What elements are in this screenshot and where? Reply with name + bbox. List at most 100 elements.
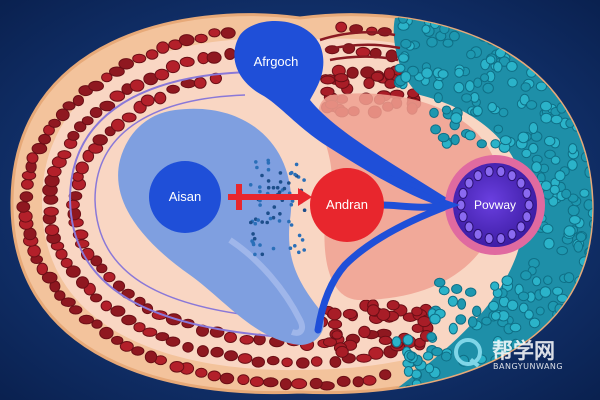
teal-cell bbox=[493, 124, 504, 134]
red-cell bbox=[16, 201, 31, 213]
red-cell bbox=[224, 331, 237, 343]
watermark-logo-icon bbox=[454, 338, 482, 366]
teal-cell bbox=[492, 336, 503, 348]
red-cell bbox=[18, 210, 33, 223]
teal-cell bbox=[441, 351, 452, 362]
scatter-dot bbox=[271, 215, 276, 220]
red-cell bbox=[210, 346, 224, 358]
red-cell bbox=[182, 342, 194, 353]
red-cell bbox=[206, 51, 222, 64]
teal-cell bbox=[442, 38, 454, 48]
teal-cell bbox=[466, 49, 476, 60]
red-cell bbox=[131, 346, 145, 356]
node-bead bbox=[484, 166, 494, 177]
scatter-dot bbox=[251, 241, 255, 245]
scatter-dot bbox=[302, 178, 306, 182]
teal-cell bbox=[487, 102, 498, 113]
red-cell bbox=[411, 306, 423, 317]
red-cell bbox=[99, 100, 116, 112]
scatter-dot bbox=[293, 172, 297, 177]
red-cell bbox=[19, 191, 34, 203]
red-cell bbox=[334, 73, 349, 83]
red-cell bbox=[62, 101, 76, 111]
scatter-dot bbox=[278, 171, 283, 175]
teal-cell bbox=[406, 351, 416, 361]
scatter-dot bbox=[265, 220, 270, 225]
teal-cell bbox=[485, 55, 496, 65]
left-lobe-inner bbox=[228, 237, 305, 336]
red-cell bbox=[195, 367, 208, 378]
teal-cell bbox=[481, 316, 492, 326]
teal-cell bbox=[450, 112, 463, 124]
teal-cell bbox=[556, 246, 569, 256]
left-circle bbox=[149, 161, 221, 233]
red-cell bbox=[320, 75, 336, 85]
red-cell bbox=[224, 48, 236, 60]
teal-cell bbox=[490, 311, 501, 321]
teal-cell bbox=[400, 71, 412, 83]
red-cell-layer bbox=[16, 21, 434, 391]
red-cell bbox=[194, 33, 208, 44]
scatter-dot bbox=[297, 250, 301, 255]
teal-cell bbox=[543, 237, 555, 250]
teal-cell bbox=[520, 82, 531, 92]
scatter-dot bbox=[256, 218, 261, 222]
teal-cell bbox=[454, 67, 464, 78]
teal-cell bbox=[507, 77, 518, 88]
red-cell bbox=[165, 60, 181, 74]
red-cell bbox=[249, 376, 264, 388]
scatter-dot bbox=[302, 208, 307, 212]
red-cell bbox=[44, 224, 60, 237]
teal-cell bbox=[535, 306, 545, 316]
red-cell bbox=[165, 336, 181, 347]
teal-cell bbox=[501, 275, 514, 287]
red-cell bbox=[154, 91, 167, 105]
teal-cell bbox=[476, 139, 487, 149]
scatter-dot bbox=[294, 162, 299, 167]
red-cell bbox=[82, 149, 95, 163]
teal-cell bbox=[421, 24, 431, 34]
red-cell bbox=[111, 118, 125, 132]
teal-cell bbox=[573, 240, 584, 253]
teal-cell bbox=[490, 139, 501, 149]
red-cell bbox=[358, 325, 371, 339]
red-cell bbox=[209, 72, 222, 85]
teal-cell bbox=[426, 332, 437, 342]
red-cell bbox=[335, 21, 348, 33]
watermark: 帮学网 BANGYUNWANG bbox=[454, 338, 563, 371]
node-bead bbox=[458, 187, 468, 199]
scatter-dot bbox=[251, 232, 255, 236]
label-top: Afrgoch bbox=[254, 54, 299, 69]
red-cell bbox=[180, 79, 197, 89]
teal-cell bbox=[535, 81, 548, 92]
teal-cell bbox=[550, 114, 563, 125]
red-cell bbox=[262, 377, 279, 388]
teal-cell bbox=[544, 149, 556, 160]
red-cell bbox=[54, 290, 66, 301]
teal-cell bbox=[567, 204, 580, 217]
red-cell bbox=[327, 307, 342, 321]
teal-cell bbox=[518, 302, 529, 314]
scatter-dot bbox=[266, 158, 271, 163]
label-right: Povway bbox=[474, 198, 516, 212]
node-bead bbox=[458, 211, 468, 223]
teal-cell bbox=[531, 161, 542, 174]
scatter-dot bbox=[282, 186, 287, 191]
red-cell bbox=[331, 330, 343, 340]
teal-cell bbox=[429, 107, 439, 119]
red-cell bbox=[156, 41, 170, 54]
red-cell bbox=[60, 297, 76, 308]
red-cell bbox=[26, 152, 39, 164]
red-cell bbox=[379, 369, 392, 381]
teal-cell bbox=[447, 295, 458, 307]
scatter-dot bbox=[271, 246, 276, 251]
scatter-dot bbox=[255, 165, 259, 170]
lining-outer bbox=[69, 71, 301, 339]
red-cell bbox=[78, 314, 95, 325]
teal-cell bbox=[541, 223, 554, 234]
node-bead bbox=[473, 228, 483, 240]
teal-cell bbox=[465, 80, 475, 93]
red-cell bbox=[121, 112, 137, 123]
